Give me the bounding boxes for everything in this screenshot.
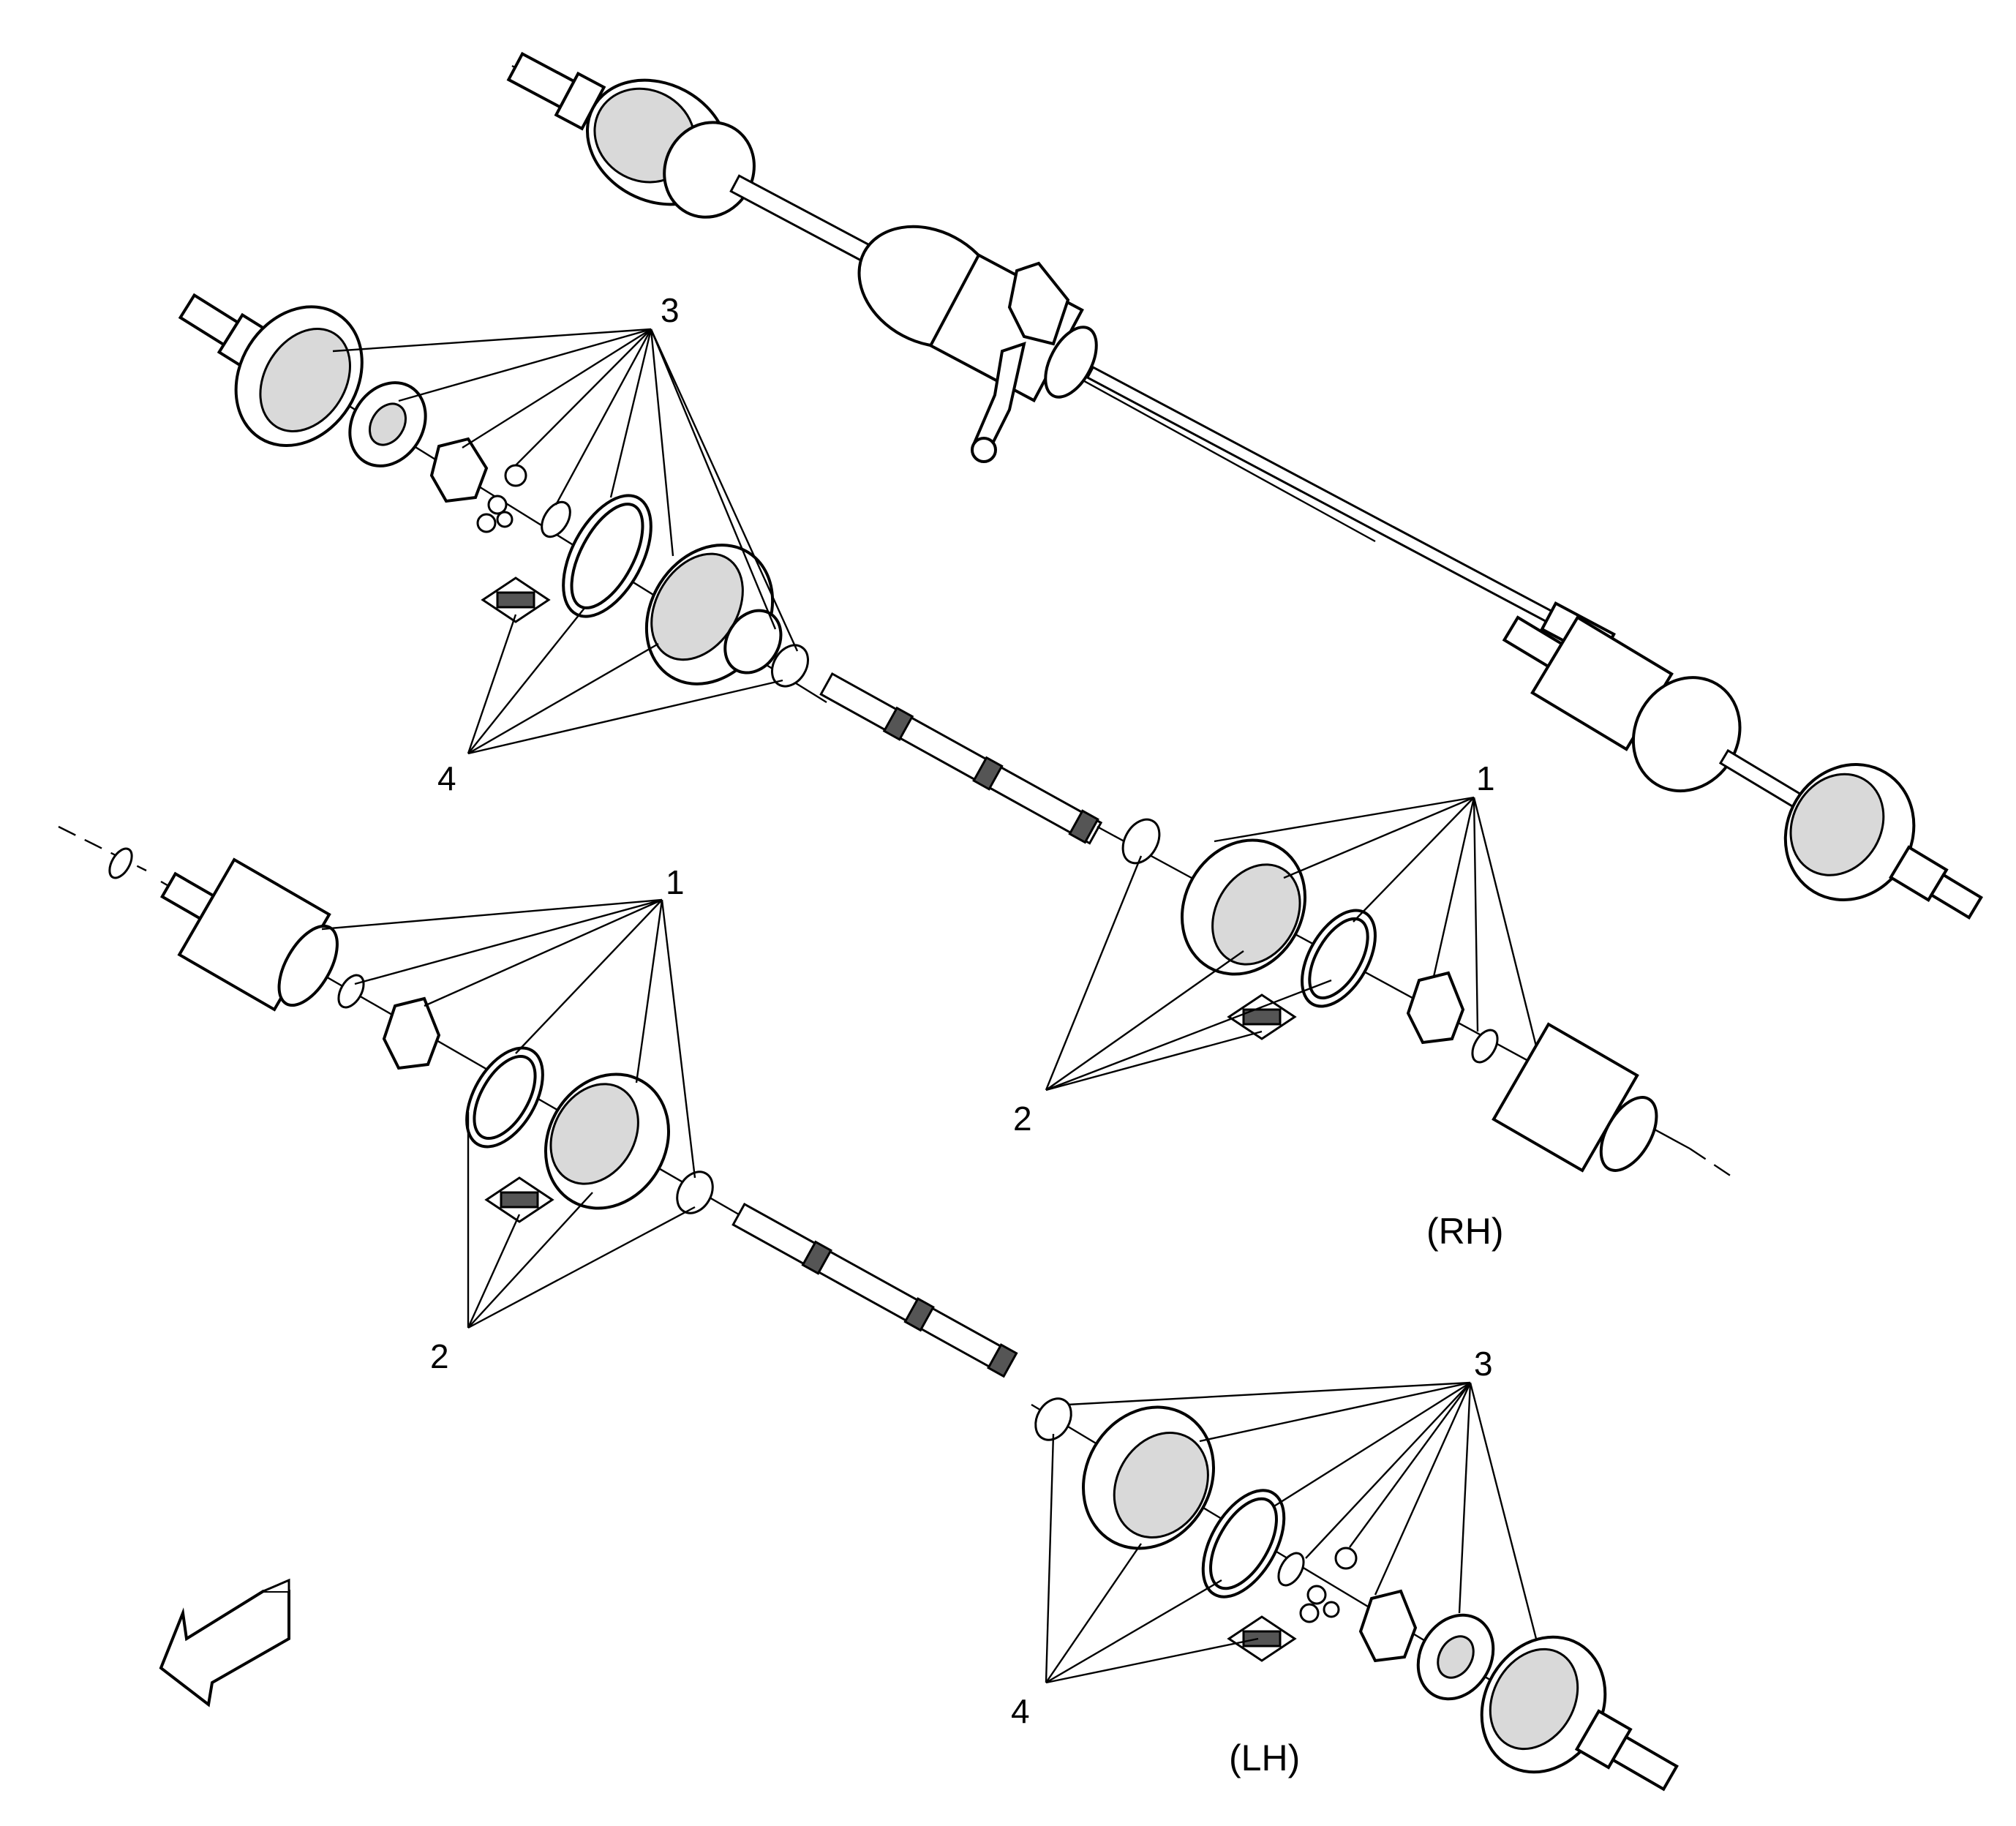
lh-halfshaft <box>731 1202 1018 1378</box>
grease-packet-icon <box>1227 1615 1297 1662</box>
callout-2-rh: 2 <box>1013 1100 1032 1138</box>
lh-label: (LH) <box>1229 1737 1300 1778</box>
grease-packet-icon <box>484 1176 554 1223</box>
grease-packet-icon <box>481 576 551 623</box>
callout-1-rh: 1 <box>1476 759 1495 797</box>
grease-packet-icon <box>1227 993 1297 1040</box>
rh-halfshaft <box>819 672 1103 845</box>
rh-outer-joint-exploded <box>178 293 827 704</box>
leader-lines <box>321 328 1538 1684</box>
callout-2-lh: 2 <box>430 1337 449 1375</box>
upper-assembled-axle <box>506 51 1616 662</box>
callout-3-lh: 3 <box>1474 1345 1493 1383</box>
rh-assembled-axle <box>1502 615 1984 920</box>
rh-label: (RH) <box>1426 1211 1504 1252</box>
callout-4-lh: 4 <box>1011 1692 1030 1730</box>
front-direction-arrow-icon <box>159 1578 290 1707</box>
rh-inner-joint-exploded <box>1097 818 1734 1179</box>
lh-inner-joint-exploded <box>58 825 740 1223</box>
callout-1-lh: 1 <box>666 863 685 901</box>
lh-outer-joint-exploded <box>1031 1397 1679 1792</box>
callout-4-top: 4 <box>437 759 456 797</box>
callout-3-top: 3 <box>661 291 680 329</box>
intermediate-shaft-bracket <box>971 261 1070 463</box>
